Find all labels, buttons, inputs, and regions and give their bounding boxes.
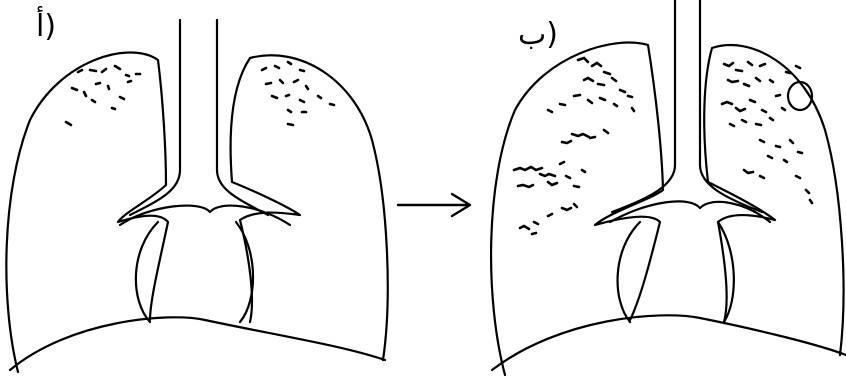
progression-arrow	[398, 194, 470, 216]
panel-a-heart	[136, 222, 253, 322]
panel-b-trachea	[612, 0, 762, 212]
panel-a-diaphragm	[10, 317, 385, 370]
panel-b-lesions-left	[722, 62, 812, 203]
panel-a-trachea	[130, 20, 268, 215]
panel-b-lungs	[491, 0, 846, 375]
panel-a-lungs	[6, 20, 387, 372]
panel-b-left-lung	[704, 45, 843, 355]
panel-a-label: أ)	[36, 12, 56, 42]
panel-b-cavity	[788, 82, 812, 110]
panel-a-lesions	[66, 62, 334, 125]
panel-b-lesions-right	[514, 58, 634, 234]
panel-b-diaphragm	[492, 315, 846, 370]
panel-b-label: ب)	[518, 20, 558, 50]
